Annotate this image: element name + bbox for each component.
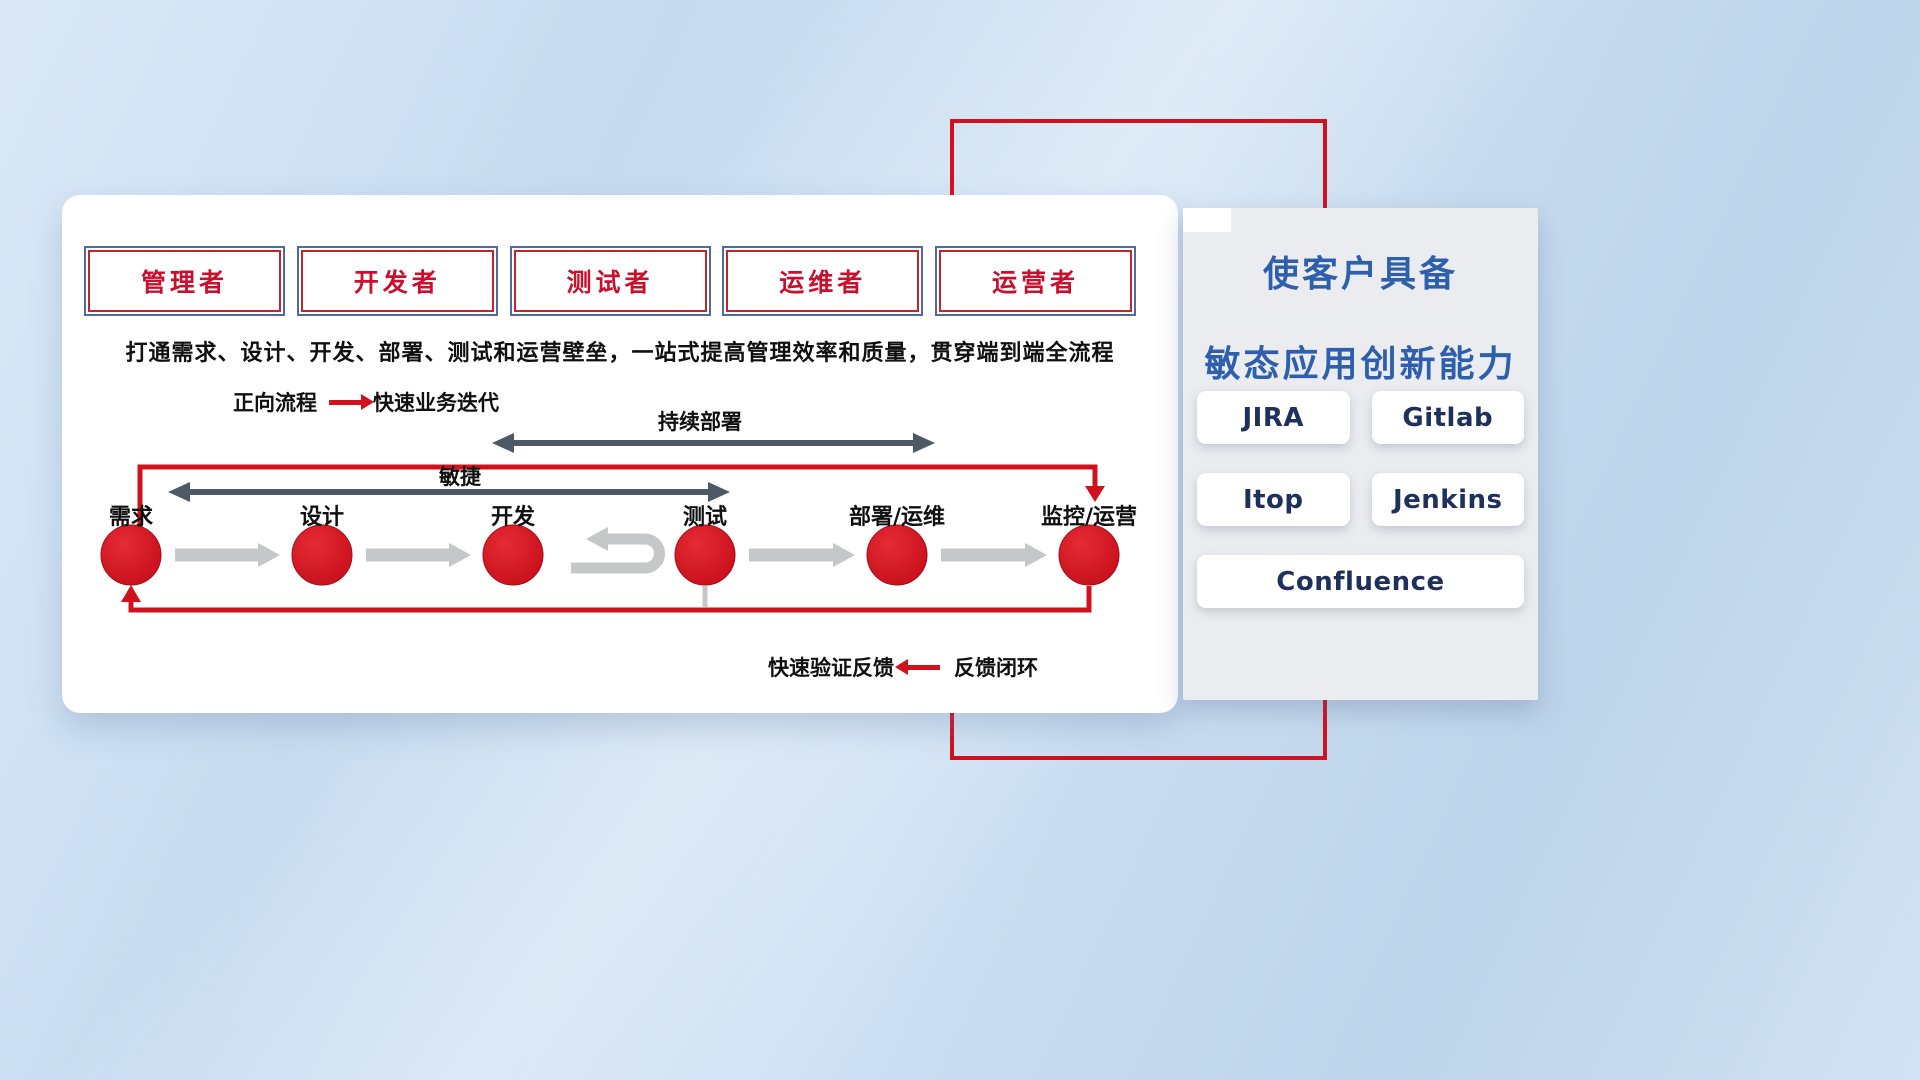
legend-feedback-label: 快速验证反馈 [768,656,894,680]
role-label: 管理者 [140,268,228,297]
panel-title-line1: 使客户具备 [1262,254,1458,295]
cd-range-arrow [492,433,935,453]
stage-label-design: 设计 [299,505,344,530]
stage-label-testing: 测试 [682,505,727,530]
tool-gitlab: Gitlab [1371,391,1524,444]
flow-arrow [749,543,855,567]
role-label: 运维者 [779,268,867,297]
legend-forward-desc: 快速业务迭代 [373,391,499,415]
role-label: 开发者 [353,268,441,297]
stage-label-deploy-ops: 部署/运维 [848,505,946,530]
role-box-operator: 运营者 [935,246,1136,316]
stage-circle-design [291,524,353,586]
role-box-tester: 测试者 [509,246,711,316]
stage-circle-deploy-ops [866,524,928,586]
flow-arrow [941,543,1047,567]
legend-forward-flow: 正向流程 快速业务迭代 [233,389,499,415]
feedback-arrow-icon [895,658,940,675]
role-box-manager: 管理者 [84,246,285,316]
stage-circle-development [482,524,544,586]
stage-label-monitor-oper: 监控/运营 [1040,505,1138,530]
forward-arrow-icon [329,393,374,410]
role-box-developer: 开发者 [296,246,498,316]
flow-arrow [366,543,471,567]
panel-title-line2: 敏态应用创新能力 [1204,344,1517,385]
iteration-loop-icon [571,527,665,574]
tools-panel: 使客户具备 敏态应用创新能力 JIRA Gitlab Itop Jenkins … [1183,208,1538,700]
cd-label: 持续部署 [658,410,742,434]
panel-title: 使客户具备 敏态应用创新能力 [1183,245,1538,387]
role-label: 运营者 [991,268,1079,297]
tool-jenkins: Jenkins [1371,473,1524,526]
corner-accent [1183,208,1231,232]
flow-arrow [175,543,280,567]
legend-forward-label: 正向流程 [233,391,317,415]
stage-label-requirements: 需求 [108,505,153,530]
role-label: 测试者 [566,268,654,297]
tools-grid: JIRA Gitlab Itop Jenkins Confluence [1197,391,1524,608]
tool-jira: JIRA [1197,391,1350,444]
tool-itop: Itop [1197,473,1350,526]
card-subtitle: 打通需求、设计、开发、部署、测试和运营壁垒，一站式提高管理效率和质量，贯穿端到端… [125,341,1115,366]
devops-flow-card: 管理者 开发者 测试者 运维者 运营者 打通需求、设计、开发、部署、测试和运营壁… [62,195,1178,713]
legend-feedback-loop: 快速验证反馈 反馈闭环 [768,654,1038,680]
stage-label-development: 开发 [490,505,535,530]
role-box-ops: 运维者 [722,246,924,316]
tool-confluence: Confluence [1197,555,1524,608]
legend-feedback-desc: 反馈闭环 [954,656,1038,680]
agile-label: 敏捷 [439,465,481,489]
stage-circle-testing [674,524,736,586]
stage-circle-monitor-oper [1058,524,1120,586]
stage-circle-requirements [100,524,162,586]
feedback-loop-line [121,585,1092,613]
roles-row: 管理者 开发者 测试者 运维者 运营者 [84,246,1136,316]
